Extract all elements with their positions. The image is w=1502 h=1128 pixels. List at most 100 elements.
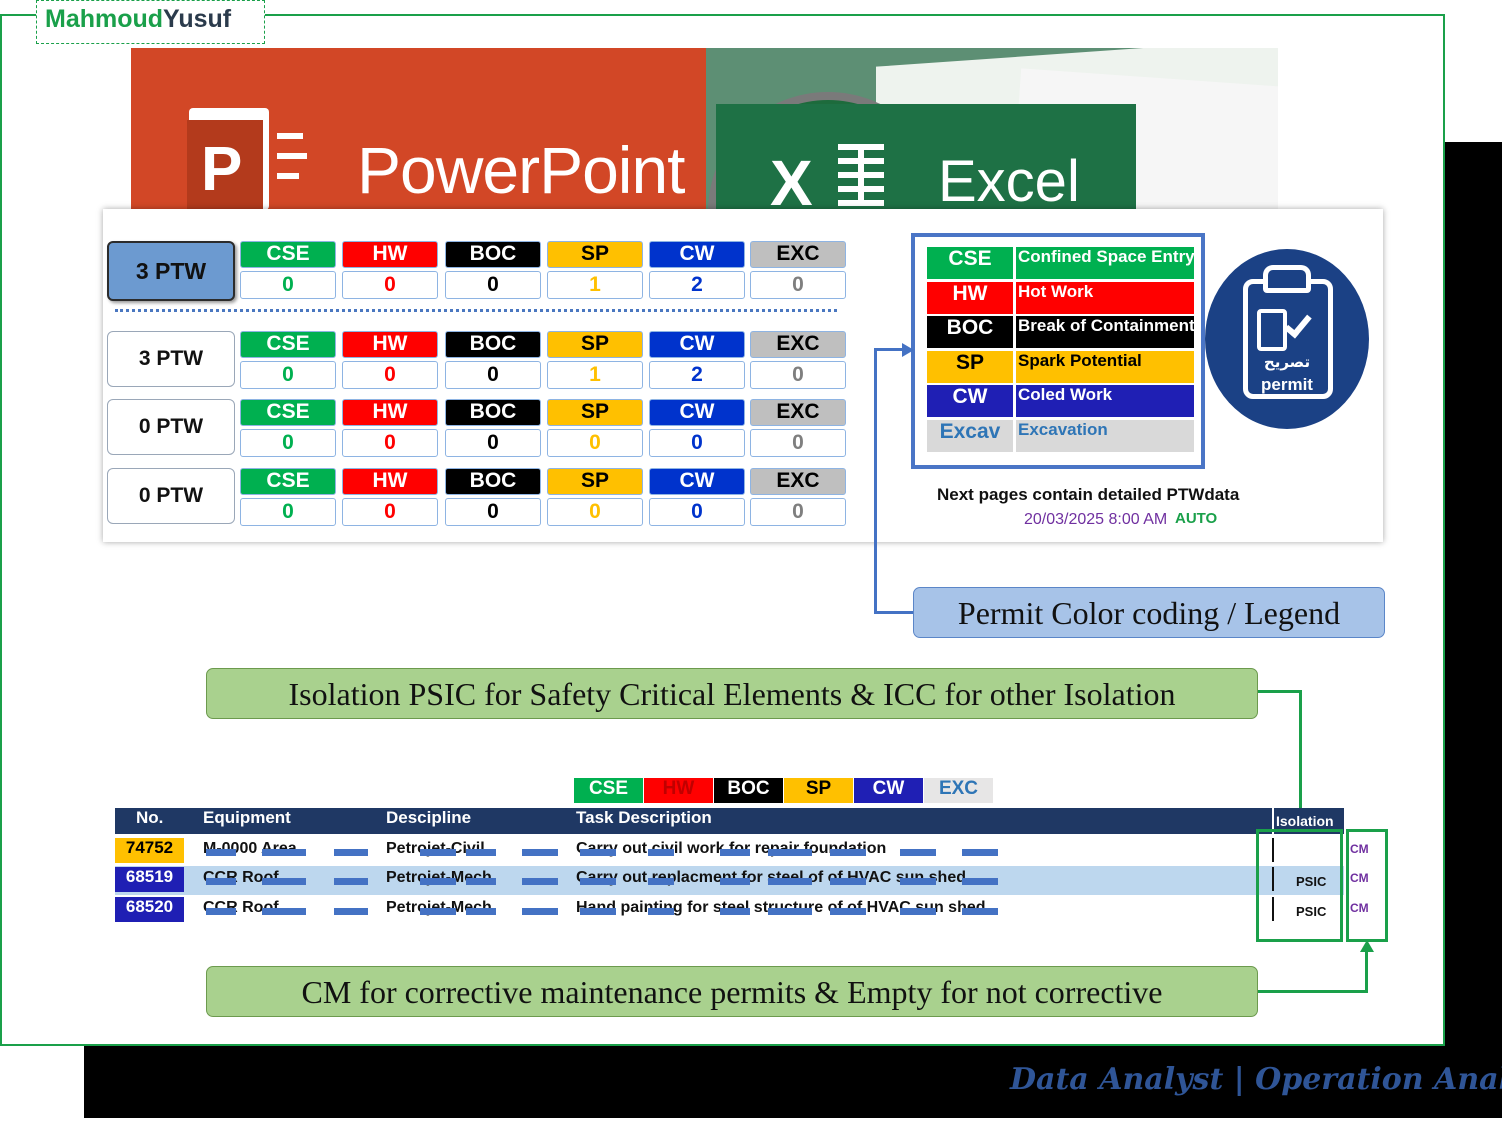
connector-line [874, 611, 914, 614]
category-count-boc: 0 [445, 271, 541, 299]
isolation-separator [1272, 838, 1274, 862]
redaction-mark [580, 849, 616, 856]
col-equipment: Equipment [203, 808, 291, 827]
brand-first: Mahmoud [45, 5, 164, 33]
cell-task: Hand painting for steel structure of of … [576, 899, 986, 916]
powerpoint-title: PowerPoint [357, 133, 686, 207]
redaction-mark [522, 849, 558, 856]
ptw-count-button[interactable]: 0 PTW [107, 468, 235, 524]
category-count-hw: 0 [342, 271, 438, 299]
category-header-sp: SP [547, 241, 643, 268]
category-count-sp: 1 [547, 271, 643, 299]
category-count-cw: 0 [649, 429, 745, 457]
legend-text: Hot Work [1016, 281, 1194, 314]
redaction-mark [206, 849, 236, 856]
redaction-mark [334, 908, 368, 915]
redaction-mark [420, 908, 456, 915]
brand-last: Yusuf [163, 5, 232, 33]
footer-signature: Data Analyst | Operation Analysis [1010, 1062, 1502, 1097]
redaction-mark [962, 878, 998, 885]
powerpoint-badge-icon [187, 120, 263, 210]
mini-legend-sp: SP [784, 778, 853, 803]
timestamp: 20/03/2025 8:00 AM [1024, 511, 1168, 528]
category-count-cse: 0 [240, 271, 336, 299]
ptw-count-button[interactable]: 3 PTW [107, 331, 235, 387]
excel-title: Excel [938, 149, 1080, 210]
category-count-cw: 0 [649, 498, 745, 526]
refresh-mode-badge: AUTO [1175, 510, 1218, 527]
mini-legend-hw: HW [644, 778, 713, 803]
permit-number[interactable]: 68519 [115, 867, 184, 892]
category-header-boc: BOC [445, 241, 541, 268]
category-header-boc: BOC [445, 468, 541, 495]
ptw-count-button[interactable]: 0 PTW [107, 399, 235, 455]
cell-discipline: Petrojet-Civil [386, 840, 485, 865]
connector-line [874, 348, 877, 614]
redaction-mark [962, 908, 998, 915]
mini-legend-exc: EXC [924, 778, 993, 803]
category-count-sp: 1 [547, 361, 643, 389]
category-count-hw: 0 [342, 429, 438, 457]
legend-text: Confined Space Entry [1016, 247, 1195, 279]
redaction-mark [962, 849, 998, 856]
redaction-mark [648, 849, 674, 856]
connector-line [1258, 990, 1368, 993]
redaction-mark [720, 878, 750, 885]
redaction-mark [830, 878, 866, 885]
legend-code: HW [927, 281, 1013, 314]
redaction-mark [720, 849, 750, 856]
category-header-hw: HW [342, 241, 438, 268]
permit-number[interactable]: 68520 [115, 897, 184, 922]
cm-flag: CM [1350, 871, 1369, 885]
person-icon [1257, 309, 1287, 351]
category-count-sp: 0 [547, 498, 643, 526]
category-count-cw: 2 [649, 361, 745, 389]
redaction-mark [580, 908, 616, 915]
category-header-exc: EXC [750, 468, 846, 495]
category-header-sp: SP [547, 468, 643, 495]
next-pages-note: Next pages contain detailed PTWdata [937, 485, 1240, 504]
category-header-cw: CW [649, 241, 745, 268]
category-header-hw: HW [342, 468, 438, 495]
cm-flag: CM [1350, 842, 1369, 856]
col-no: No. [136, 808, 164, 827]
redaction-mark [522, 908, 558, 915]
redaction-mark [206, 878, 236, 885]
category-header-cse: CSE [240, 399, 336, 426]
redaction-mark [648, 878, 674, 885]
redaction-mark [580, 878, 616, 885]
category-count-cw: 2 [649, 271, 745, 299]
category-count-boc: 0 [445, 429, 541, 457]
category-header-exc: EXC [750, 331, 846, 358]
category-header-boc: BOC [445, 331, 541, 358]
permit-number[interactable]: 74752 [115, 838, 184, 863]
category-header-cse: CSE [240, 241, 336, 268]
category-count-hw: 0 [342, 361, 438, 389]
arrow-right-icon [902, 343, 914, 357]
category-header-cse: CSE [240, 331, 336, 358]
slide-lines-icon [267, 123, 313, 203]
shadow-right [1444, 142, 1502, 1118]
category-header-hw: HW [342, 399, 438, 426]
category-header-sp: SP [547, 399, 643, 426]
permit-english-label: permit [1261, 375, 1313, 394]
isolation-separator [1272, 867, 1274, 891]
redaction-mark [768, 908, 812, 915]
clipboard-clip-icon [1263, 265, 1311, 293]
ptw-count-button[interactable]: 3 PTW [107, 241, 235, 301]
col-task: Task Description [576, 808, 712, 827]
category-count-exc: 0 [750, 271, 846, 299]
redaction-mark [262, 908, 306, 915]
isolation-callout: Isolation PSIC for Safety Critical Eleme… [206, 668, 1258, 719]
category-header-cw: CW [649, 399, 745, 426]
dotted-divider [115, 309, 837, 312]
category-header-cw: CW [649, 331, 745, 358]
legend-code: BOC [927, 316, 1013, 348]
